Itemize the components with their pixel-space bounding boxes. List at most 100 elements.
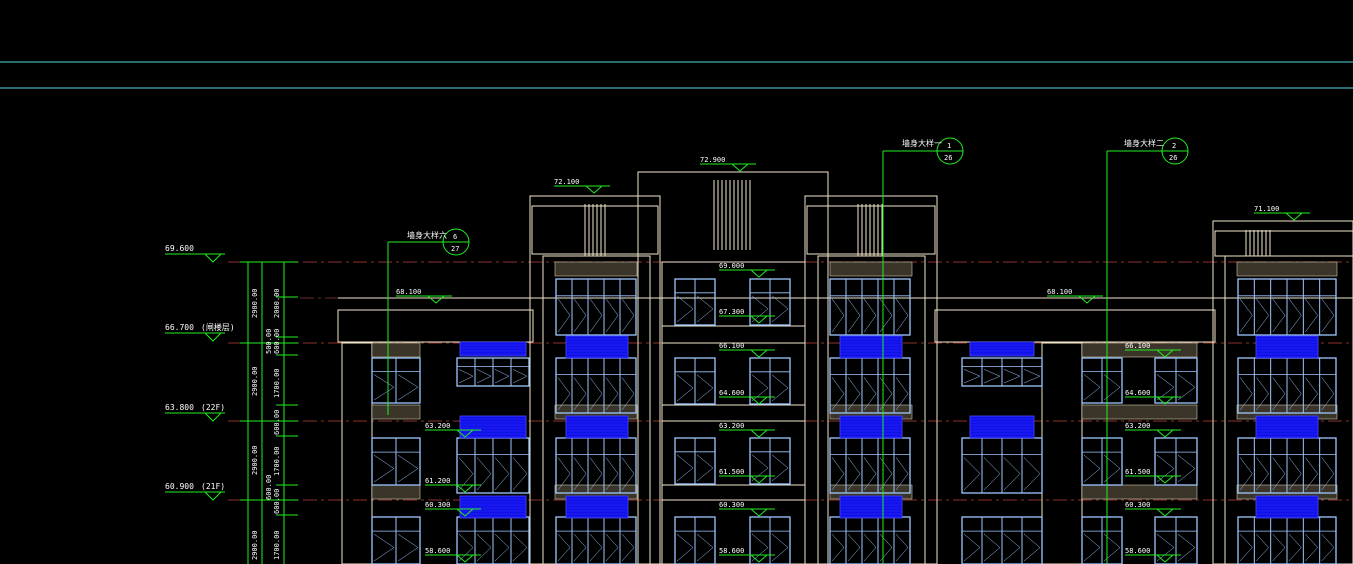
window xyxy=(1154,437,1198,486)
mark-triangle xyxy=(750,396,768,405)
mark-text: 69.000 xyxy=(719,262,744,270)
window-swing xyxy=(605,533,619,562)
window-swing xyxy=(847,377,861,411)
wall-outline xyxy=(529,195,661,564)
balcony xyxy=(459,415,527,439)
level-mark: 63.200 xyxy=(425,422,481,438)
window-swing xyxy=(1023,457,1041,491)
balcony-panel xyxy=(565,415,629,439)
callout-number: 6 xyxy=(453,233,457,241)
window xyxy=(829,278,911,336)
window-swing xyxy=(1177,533,1196,562)
mark-triangle xyxy=(456,484,474,493)
window xyxy=(829,357,911,414)
window-swing xyxy=(1256,533,1270,562)
window-swing xyxy=(1305,298,1318,333)
wall-outline xyxy=(1212,220,1353,564)
balcony-panel xyxy=(1255,415,1319,439)
window-swing xyxy=(983,457,1001,491)
window-swing xyxy=(557,298,571,333)
window-swing xyxy=(1156,533,1175,562)
window-swing xyxy=(605,457,619,491)
window-swing xyxy=(476,369,492,384)
elevation-markers: 69.600 66.700 (闸楼层) 63.800 (22F) 60.900 … xyxy=(165,244,235,501)
window-swing xyxy=(676,533,694,562)
wall-outline xyxy=(817,255,926,564)
detail-callout: 墙身大样六 6 27 xyxy=(387,228,470,415)
window-swing xyxy=(847,533,861,562)
dim-text: 2900.00 xyxy=(251,288,259,318)
window-swing xyxy=(1256,457,1269,491)
window-swing xyxy=(963,533,981,562)
window-swing xyxy=(1305,533,1319,562)
window-swing xyxy=(1305,457,1318,491)
window-swing xyxy=(847,457,861,491)
balcony-panel xyxy=(459,341,527,357)
level-mark: 67.300 xyxy=(719,308,775,324)
window-swing xyxy=(696,295,714,323)
window-swing xyxy=(1321,298,1335,333)
balcony-panel xyxy=(565,495,629,519)
window-swing xyxy=(771,374,789,402)
window-swing xyxy=(621,457,635,491)
mark-text: 72.900 xyxy=(700,156,725,164)
level-mark: 63.200 xyxy=(719,422,775,438)
mark-text: 66.100 xyxy=(1125,342,1150,350)
mark-triangle xyxy=(1156,349,1174,358)
window xyxy=(555,278,637,336)
window-swing xyxy=(621,377,635,411)
level-mark: 60.300 xyxy=(719,501,775,517)
window-swing xyxy=(397,533,419,562)
level-mark: 63.200 xyxy=(1125,422,1181,438)
window-swing xyxy=(1321,457,1335,491)
dim-text: 500.00 xyxy=(265,329,273,354)
window-swing xyxy=(831,457,845,491)
mark-triangle xyxy=(456,508,474,517)
window-swing xyxy=(397,374,419,401)
mark-triangle xyxy=(1156,429,1174,438)
balcony xyxy=(459,495,527,519)
window-swing xyxy=(771,295,789,323)
window-swing xyxy=(1239,298,1253,333)
window-swing xyxy=(494,457,510,491)
window-frame xyxy=(555,278,637,336)
window-swing xyxy=(458,533,474,562)
window-swing xyxy=(863,457,877,491)
window-swing xyxy=(696,454,714,482)
level-note: (闸楼层) xyxy=(201,322,235,332)
window-swing xyxy=(895,457,909,491)
level-mark: 61.500 xyxy=(1125,468,1181,484)
window-swing xyxy=(963,369,981,384)
dim-text: 600.00 xyxy=(273,329,281,354)
mark-text: 58.600 xyxy=(719,547,744,555)
window-swing xyxy=(1003,533,1021,562)
level-mark: 72.100 xyxy=(554,178,610,194)
level-mark: 58.600 xyxy=(719,547,775,563)
mark-triangle xyxy=(427,295,445,304)
window-swing xyxy=(373,454,395,483)
mark-text: 58.600 xyxy=(425,547,450,555)
window-swing xyxy=(1272,298,1286,333)
dim-text: 2900.00 xyxy=(251,366,259,396)
window xyxy=(674,437,716,485)
level-mark: 66.100 xyxy=(1125,342,1181,358)
window-swing xyxy=(696,374,714,402)
window-swing xyxy=(557,457,571,491)
mark-text: 64.600 xyxy=(719,389,744,397)
window-swing xyxy=(676,454,694,482)
spandrel-hatch xyxy=(1081,404,1198,420)
level-mark: 60.300 xyxy=(1125,501,1181,517)
level-mark: 64.600 xyxy=(719,389,775,405)
callout-sheet: 27 xyxy=(451,245,459,253)
dim-text: 600.00 xyxy=(273,489,281,514)
window xyxy=(1081,516,1123,564)
dim-text: 2900.00 xyxy=(251,530,259,560)
level-text: 60.900 xyxy=(165,482,194,491)
dim-text: 1700.00 xyxy=(273,368,281,398)
spandrel-hatch xyxy=(1081,484,1198,500)
window xyxy=(1237,278,1337,336)
window-swing xyxy=(1156,454,1175,483)
mark-text: 64.600 xyxy=(1125,389,1150,397)
window-swing xyxy=(1003,369,1021,384)
